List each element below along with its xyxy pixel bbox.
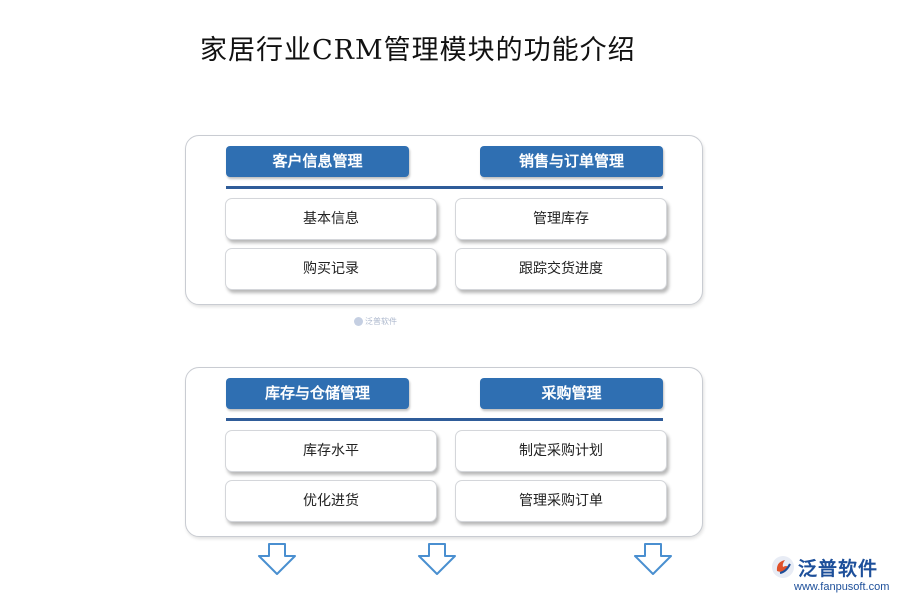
item-basic-info: 基本信息 <box>225 198 437 240</box>
item-stock-level: 库存水平 <box>225 430 437 472</box>
header-customer-info: 客户信息管理 <box>226 146 409 177</box>
header-inventory-warehouse: 库存与仓储管理 <box>226 378 409 409</box>
item-purchase-records: 购买记录 <box>225 248 437 290</box>
header-sales-orders: 销售与订单管理 <box>480 146 663 177</box>
logo-url: www.fanpusoft.com <box>794 581 890 593</box>
divider-line <box>226 186 663 189</box>
down-arrow-icon <box>634 543 672 575</box>
item-purchase-plan: 制定采购计划 <box>455 430 667 472</box>
down-arrow-icon <box>418 543 456 575</box>
logo-name: 泛普软件 <box>798 558 879 580</box>
module-panel-customer-sales: 客户信息管理 销售与订单管理 基本信息 管理库存 购买记录 跟踪交货进度 <box>185 135 703 305</box>
item-track-delivery: 跟踪交货进度 <box>455 248 667 290</box>
watermark-small: 泛普软件 <box>354 316 397 327</box>
item-manage-purchase-orders: 管理采购订单 <box>455 480 667 522</box>
brand-logo: 泛普软件 www.fanpusoft.com <box>772 552 897 596</box>
header-procurement: 采购管理 <box>480 378 663 409</box>
module-panel-inventory-procurement: 库存与仓储管理 采购管理 库存水平 制定采购计划 优化进货 管理采购订单 <box>185 367 703 537</box>
item-optimize-restock: 优化进货 <box>225 480 437 522</box>
item-manage-inventory: 管理库存 <box>455 198 667 240</box>
logo-mark-icon <box>772 556 794 578</box>
down-arrow-icon <box>258 543 296 575</box>
page-title: 家居行业CRM管理模块的功能介绍 <box>200 35 636 66</box>
watermark-logo-icon <box>354 317 363 326</box>
divider-line <box>226 418 663 421</box>
